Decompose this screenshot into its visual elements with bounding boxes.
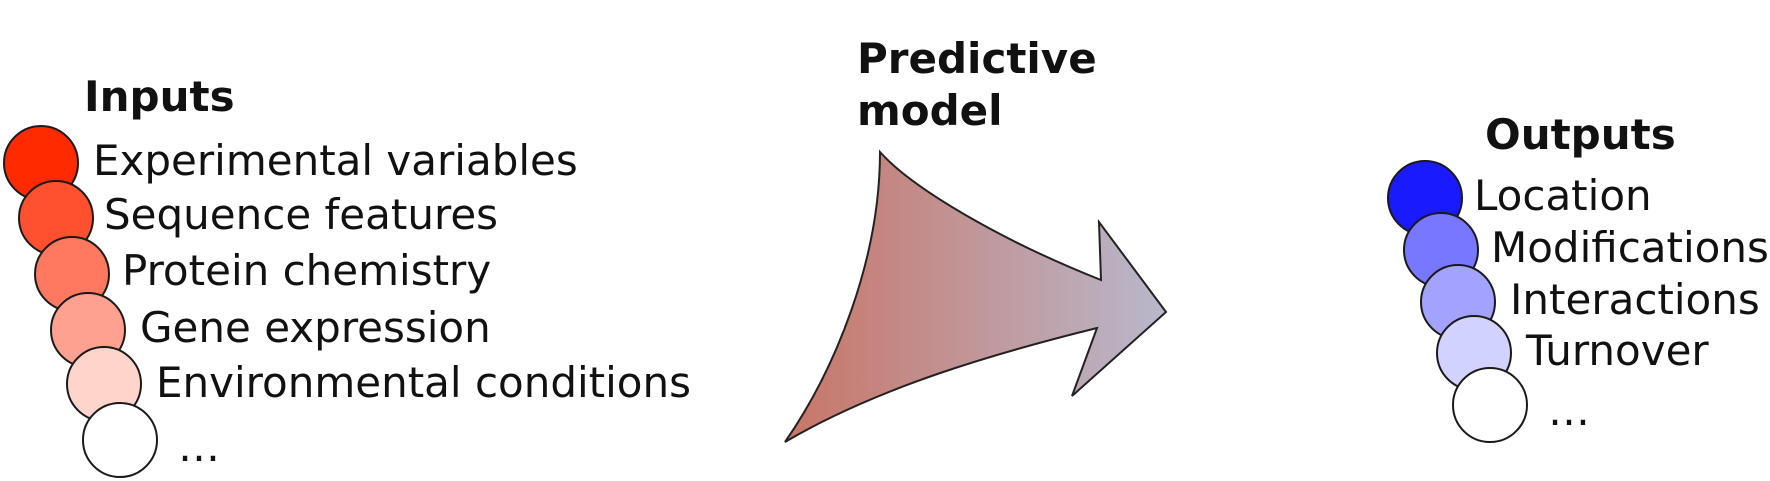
input-label-1: Experimental variables [93,136,578,185]
inputs-heading: Inputs [84,72,235,121]
output-label-5: … [1548,386,1590,435]
model-heading-line1: Predictive [857,34,1097,83]
model-heading-line2: model [857,86,1003,135]
outputs-heading: Outputs [1485,110,1676,159]
output-label-3: Interactions [1510,275,1760,324]
input-label-5: Environmental conditions [156,358,692,407]
predictive-model-arrow [784,149,1168,443]
output-label-1: Location [1474,171,1652,220]
input-label-4: Gene expression [140,303,491,352]
output-label-4: Turnover [1526,326,1709,375]
input-marker-6 [82,402,158,478]
output-marker-5 [1452,367,1528,443]
output-label-2: Modifications [1491,223,1769,272]
arrow-shape [784,149,1168,443]
input-label-3: Protein chemistry [122,246,492,295]
input-label-6: … [178,422,220,471]
input-label-2: Sequence features [104,190,499,239]
